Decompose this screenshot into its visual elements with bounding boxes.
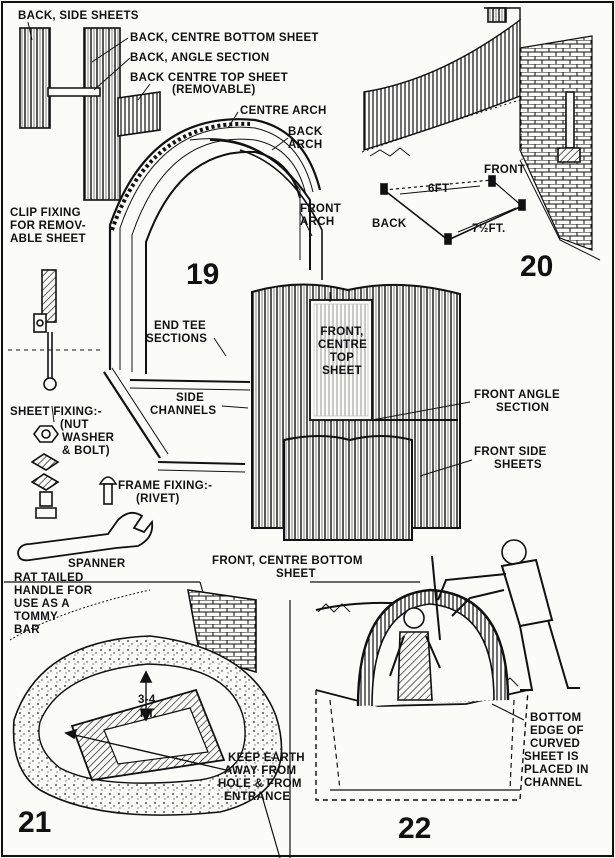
label-front-angle-2: SECTION [496,402,550,414]
label-end-tee-2: SECTIONS [146,333,208,345]
figure-number-22: 22 [398,812,432,845]
label-end-tee-1: END TEE [154,320,206,332]
label-sheet-fixing-2: (NUT [60,419,89,431]
label-fig22-bottom-3: CURVED [530,738,581,750]
label-front-centre-top-4: SHEET [322,365,362,377]
label-front-centre-bottom-2: SHEET [276,568,316,580]
sheet-fixing-drawing [30,425,118,519]
label-front-centre-bottom-1: FRONT, CENTRE BOTTOM [212,555,363,567]
label-rat-tailed-4: TOMMY [14,611,59,623]
label-fig21-keep-4: ENTRANCE [224,791,291,803]
label-fig20-seven-half-ft: 7½FT. [472,223,506,235]
label-fig22-bottom-4: SHEET IS [524,751,579,763]
fig22-drawing [289,539,580,858]
figure-number-21: 21 [18,806,52,839]
label-fig22-bottom-6: CHANNEL [524,777,583,789]
label-back-arch-1: BACK [288,126,323,138]
label-back-angle-section: BACK, ANGLE SECTION [130,52,270,64]
label-rat-tailed-1: RAT TAILED [14,572,84,584]
label-fig22-bottom-1: BOTTOM [530,712,582,724]
label-frame-fixing-1: FRAME FIXING:- [118,480,213,492]
label-rat-tailed-2: HANDLE FOR [14,585,93,597]
label-fig22-bottom-2: EDGE OF [530,725,584,737]
fig20-drawing [361,7,601,261]
label-side-channels-1: SIDE [176,392,205,404]
label-spanner: SPANNER [68,558,126,570]
label-front-angle-1: FRONT ANGLE [474,389,560,401]
figure-number-20: 20 [520,250,554,283]
label-sheet-fixing-4: & BOLT) [62,445,110,457]
label-front-centre-top-3: TOP [329,352,355,364]
label-fig20-front: FRONT [484,164,526,176]
label-side-channels-2: CHANNELS [150,405,217,417]
label-sheet-fixing-1: SHEET FIXING:- [10,406,102,418]
label-frame-fixing-2: (RIVET) [136,493,180,505]
label-rat-tailed-5: BAR [14,624,40,636]
label-clip-fixing-1: CLIP FIXING [10,207,81,219]
clip-fixing-drawing [8,269,100,391]
label-fig21-keep-1: KEEP EARTH [228,752,305,764]
label-fig22-bottom-5: PLACED IN [524,764,589,776]
back-side-sheet-right [83,27,121,201]
fig19-drawing [19,27,461,541]
label-fig21-depth-2: FT. [140,708,157,720]
leader-lines [27,21,473,477]
label-back-centre-top-sheet: BACK CENTRE TOP SHEET [130,72,288,84]
back-side-sheet-left [19,27,51,129]
figure-number-19: 19 [186,258,220,291]
label-fig20-six-ft: 6FT [428,183,450,195]
label-clip-fixing-2: FOR REMOV- [10,220,86,232]
label-front-centre-top-1: FRONT, [320,326,364,338]
label-fig21-depth-1: 3-4 [138,694,156,706]
label-fig21-keep-2: AWAY FROM [224,765,297,777]
label-back-centre-top-removable: (REMOVABLE) [172,84,256,96]
label-front-arch-2: ARCH [300,216,335,228]
label-back-centre-bottom-sheet: BACK, CENTRE BOTTOM SHEET [130,32,319,44]
label-front-side-sheets-2: SHEETS [494,459,542,471]
fig21-drawing [4,581,283,858]
spanner-drawing [17,511,154,562]
label-clip-fixing-3: ABLE SHEET [10,233,86,245]
label-fig20-back: BACK [372,218,407,230]
label-fig21-keep-3: HOLE & FROM [218,778,302,790]
label-back-arch-2: ARCH [288,139,323,151]
label-centre-arch: CENTRE ARCH [240,105,327,117]
label-front-side-sheets-1: FRONT SIDE [474,446,547,458]
label-back-side-sheets: BACK, SIDE SHEETS [18,10,139,22]
label-sheet-fixing-3: WASHER [62,432,115,444]
label-front-arch-1: FRONT [300,203,342,215]
label-front-centre-top-2: CENTRE [318,339,368,351]
label-rat-tailed-3: USE AS A [14,598,70,610]
